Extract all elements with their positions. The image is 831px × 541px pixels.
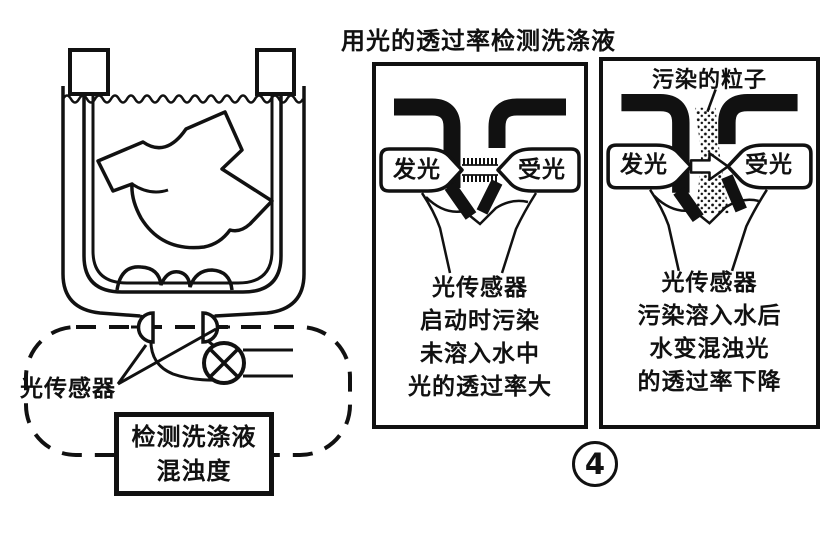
caption-leader-lines	[420, 192, 538, 274]
receiver-box	[496, 147, 581, 193]
detect-box-line1: 检测洗涤液	[131, 423, 257, 451]
particles-label: 污染的粒子	[651, 68, 767, 93]
figure-title: 用光的透过率检测洗涤液	[341, 27, 616, 55]
emitter-label: 发光	[620, 152, 668, 178]
caption-line: 光的透过率大	[408, 374, 552, 400]
drain-valve	[202, 341, 293, 385]
light-beam-hatch	[462, 158, 498, 182]
caption-line: 光传感器	[661, 270, 758, 296]
sensor-leader-lines	[116, 327, 217, 386]
panel1-caption: 光传感器 启动时污染 未溶入水中 光的透过率大	[376, 272, 584, 404]
detect-box-line2: 混浊度	[156, 457, 232, 485]
inner-tub	[82, 94, 283, 294]
light-arrow	[689, 152, 730, 181]
sensor-boxes	[379, 147, 581, 193]
receiver-label: 受光	[518, 157, 566, 183]
caption-line: 污染溶入水后	[637, 303, 782, 329]
clean-water-sensor-drawing	[379, 98, 581, 274]
laundry-shirt	[96, 110, 274, 250]
tub-clip-left	[68, 48, 110, 96]
bottom-waves	[115, 265, 234, 291]
dirty-water-sensor-drawing	[606, 88, 813, 272]
outer-tub	[61, 86, 306, 318]
light-sensor-label: 光传感器	[20, 376, 116, 402]
water-surface-line	[61, 94, 305, 104]
panel-dirty-water: 污染的粒子 发光 受光 光传感器 污染溶入水后 水变混浊光 的透过率下降	[599, 57, 820, 429]
emitter-label: 发光	[393, 157, 441, 183]
panel-clean-water: 发光 受光 光传感器 启动时污染 未溶入水中 光的透过率大	[372, 62, 588, 429]
caption-line: 未溶入水中	[420, 341, 540, 367]
receiver-sensor	[201, 311, 220, 344]
pipe-structure	[621, 93, 798, 225]
panel2-caption: 光传感器 污染溶入水后 水变混浊光 的透过率下降	[603, 267, 816, 399]
sensor-boxes	[606, 143, 813, 190]
control-loop-dashed-outline	[24, 325, 352, 457]
emitter-box	[606, 143, 693, 190]
figure-number: 4	[584, 447, 606, 481]
particles-leader-line	[706, 88, 717, 113]
figure-number-badge: 4	[572, 441, 618, 487]
caption-line: 水变混浊光	[649, 336, 770, 362]
detect-turbidity-box: 检测洗涤液 混浊度	[114, 412, 274, 496]
emitter-sensor	[136, 311, 155, 344]
washing-machine-diagram	[24, 48, 352, 457]
caption-line: 的透过率下降	[637, 369, 782, 395]
pipe-structure	[394, 98, 566, 226]
receiver-box	[726, 143, 813, 190]
receiver-label: 受光	[745, 152, 793, 178]
caption-line: 启动时污染	[420, 308, 540, 334]
caption-line: 光传感器	[432, 275, 528, 301]
emitter-box	[379, 147, 464, 193]
caption-leader-lines	[649, 189, 768, 272]
tub-clip-right	[255, 48, 296, 96]
